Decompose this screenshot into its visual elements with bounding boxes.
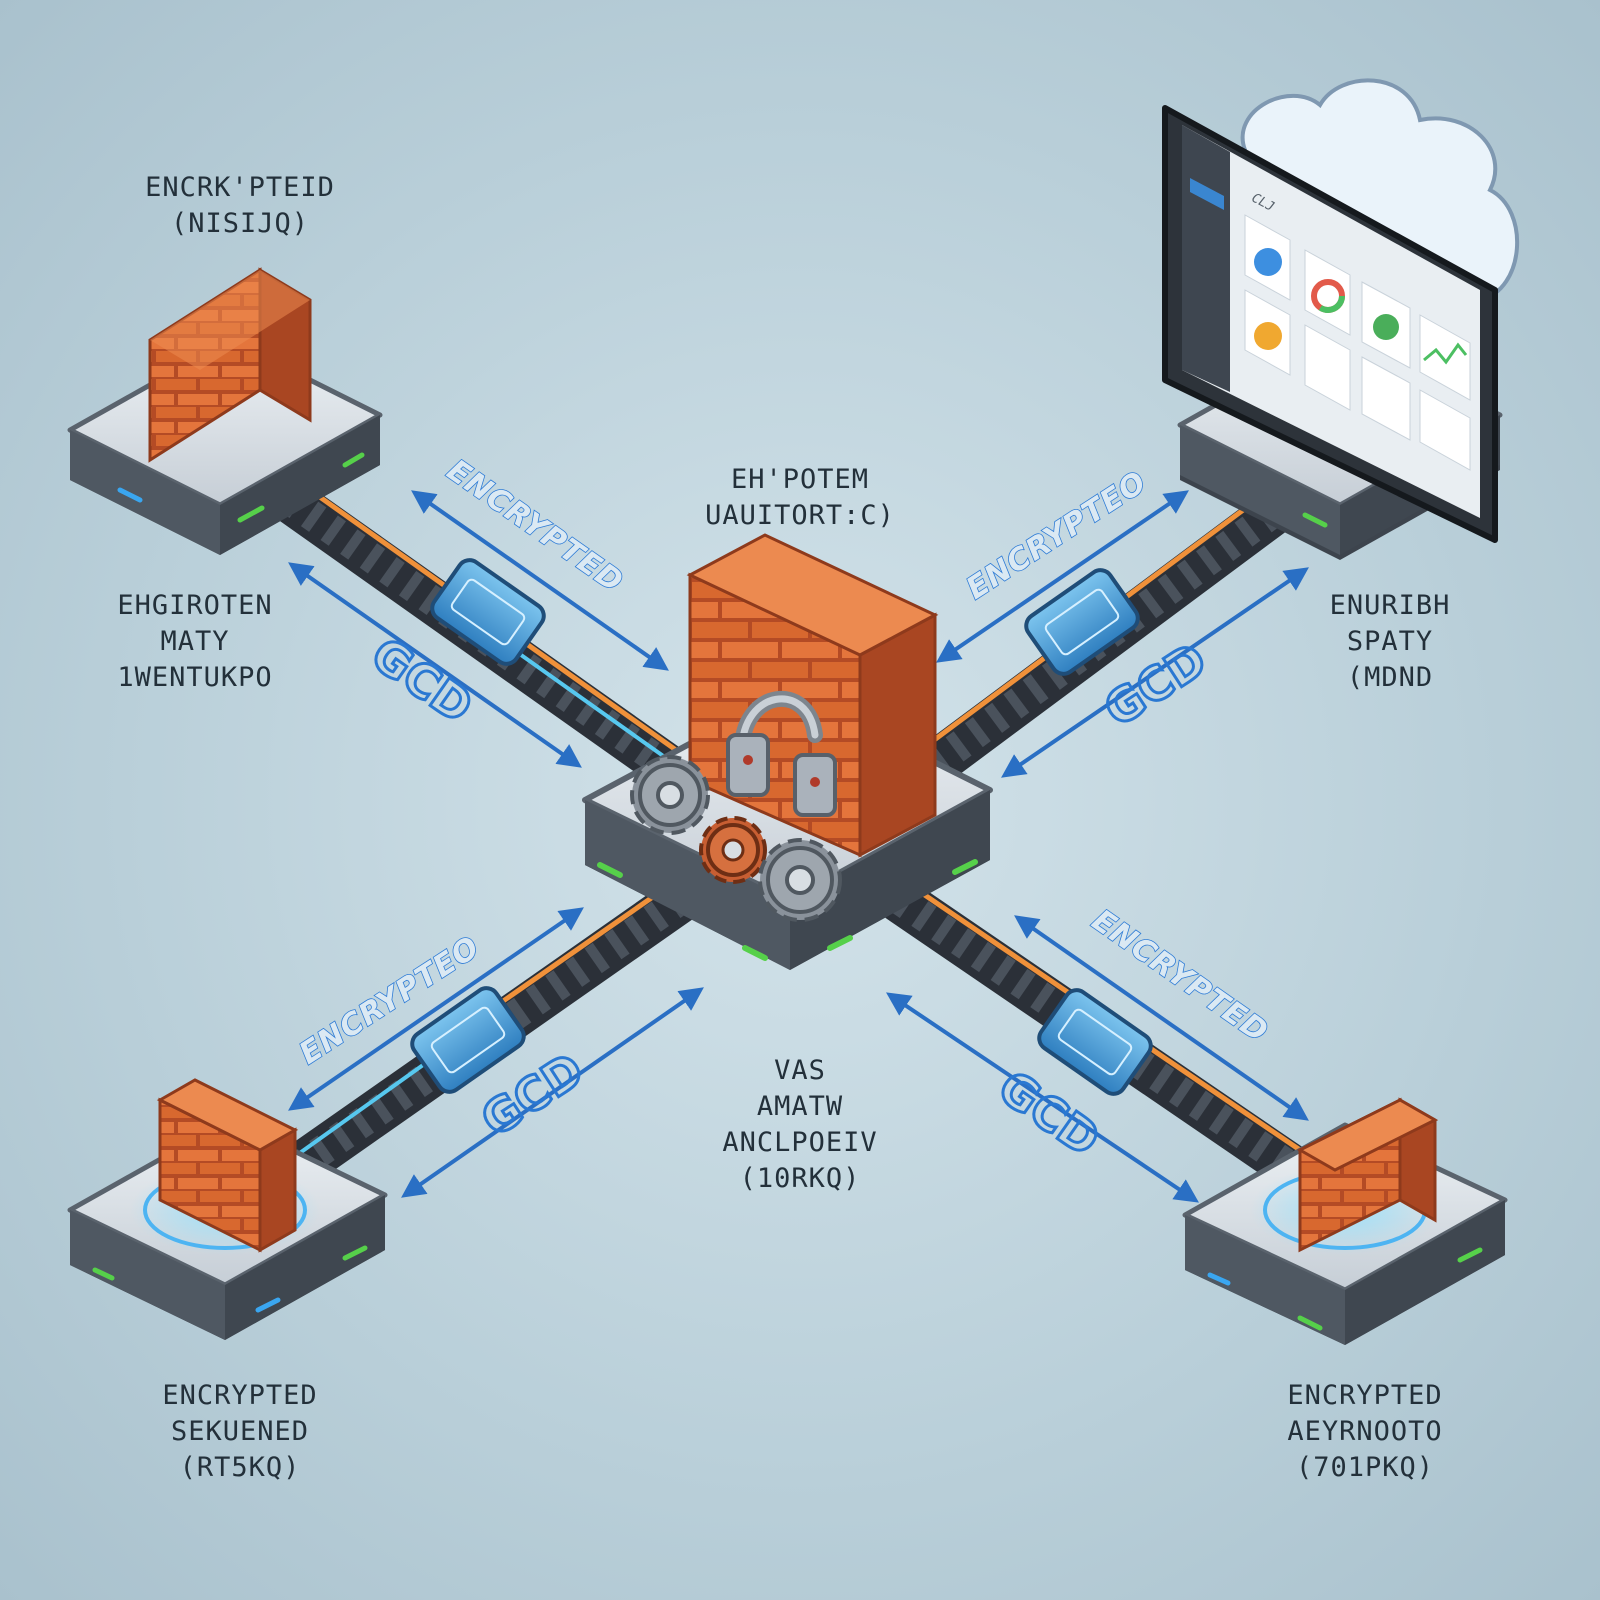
label-bottom-right: ENCRYPTED AEYRNOOTO (701PKQ) [1287,1380,1443,1483]
device-bottom-left [67,1078,388,1340]
arrow-icon [401,987,704,1198]
label-bottom-left: ENCRYPTED SEKUENED (RT5KQ) [162,1380,318,1483]
device-bottom-right [1182,1097,1508,1345]
screen-cards [1244,214,1471,471]
label-right-middle: ENURIBH SPATY (MDND [1329,590,1451,693]
padlock-icon [726,690,837,817]
gear-icon [758,838,842,922]
device-top-left [67,267,383,555]
firewall-icon [148,267,312,463]
gear-icon [630,755,710,835]
arrows [288,490,1309,1203]
monitor-icon: CLJ [1162,105,1498,543]
arrow-icon [1001,567,1309,778]
label-left-middle: EHGIROTEN MATY 1WENTUKPO [117,590,273,693]
device-top-right: CLJ [1162,78,1520,560]
label-center-bottom: VAS AMATW ANCLPOEIV (10RKQ) [722,1055,878,1194]
arrow-icon [886,992,1199,1203]
gear-icon [699,816,767,884]
arrow-icon [288,562,582,768]
device-center [582,533,993,970]
firewall-icon [156,1078,299,1253]
label-top-left: ENCRK'PTEID (NISIJQ) [145,172,335,239]
label-center-top: EH'POTEM UAUITORT:C) [705,464,895,531]
firewall-icon [1296,1097,1439,1253]
